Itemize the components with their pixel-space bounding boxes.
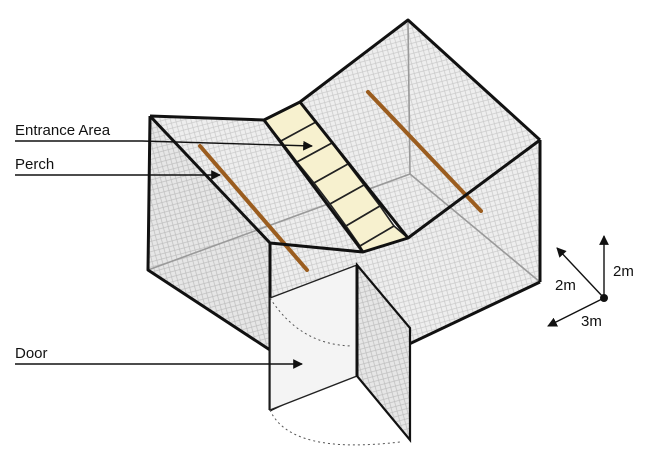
dimension-axes: 2m 2m 3m <box>547 235 634 330</box>
outline-left <box>146 115 271 352</box>
dimension-height-label: 2m <box>613 263 634 280</box>
perch-left <box>198 144 309 272</box>
perch-right <box>366 90 483 213</box>
label-entrance-area: Entrance Area <box>15 122 313 151</box>
perch-label: Perch <box>15 156 54 173</box>
label-perch: Perch <box>15 156 221 180</box>
door-label: Door <box>15 345 48 362</box>
door-assembly <box>269 261 412 446</box>
hidden-edge-vertical <box>407 21 411 175</box>
perches <box>198 90 483 272</box>
axis-depth <box>556 247 605 299</box>
label-door: Door <box>15 345 303 369</box>
entrance-area-leader <box>15 140 313 151</box>
axis-width <box>547 297 605 327</box>
dimension-width-label: 3m <box>581 313 602 330</box>
door-swing-bottom <box>269 409 401 446</box>
entrance-area-label: Entrance Area <box>15 122 111 139</box>
dimension-depth-label: 2m <box>555 277 576 294</box>
roof-ridge-right <box>298 101 410 239</box>
roof-ridge-left <box>262 119 365 253</box>
door-swing-top <box>269 297 353 347</box>
hidden-edge-bottom-right <box>409 173 541 283</box>
